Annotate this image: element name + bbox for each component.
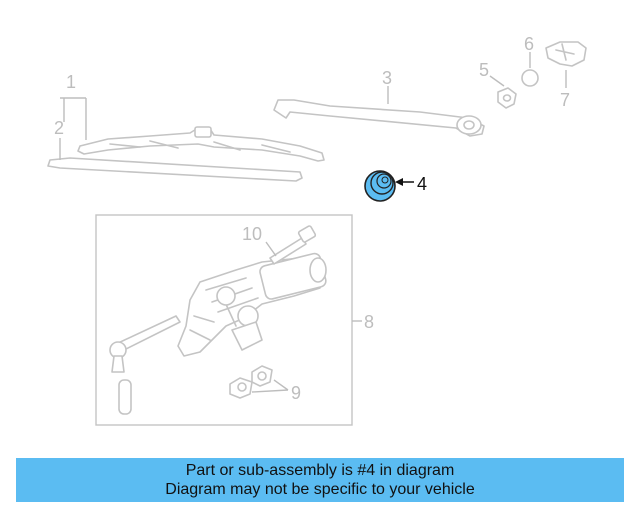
blade-refill	[47, 157, 303, 182]
leader-4-arrowhead	[395, 178, 403, 186]
motor-assembly-box	[95, 214, 353, 426]
info-banner: Part or sub-assembly is #4 in diagram Di…	[16, 458, 624, 502]
leader-9	[251, 379, 289, 393]
callout-5: 5	[479, 60, 489, 80]
cap-part	[521, 69, 539, 87]
callout-4: 4	[417, 174, 427, 194]
callout-9: 9	[291, 383, 301, 403]
bushing-parts	[229, 365, 273, 399]
callout-7: 7	[560, 90, 570, 110]
linkage-rod	[109, 315, 181, 415]
callout-1: 1	[66, 72, 76, 92]
callout-6: 6	[524, 34, 534, 54]
nut-part	[497, 87, 517, 109]
banner-line-2: Diagram may not be specific to your vehi…	[165, 481, 475, 498]
arm-cover-part	[545, 41, 587, 67]
leader-1	[60, 97, 87, 140]
wiper-motor	[177, 252, 327, 357]
wiper-blade	[77, 126, 325, 162]
callout-8: 8	[364, 312, 374, 332]
callout-3: 3	[382, 68, 392, 88]
leader-5	[489, 75, 505, 87]
leader-10	[265, 241, 277, 257]
grommet-part-highlighted[interactable]	[364, 170, 396, 202]
wiper-arm	[273, 99, 485, 137]
callout-2: 2	[54, 118, 64, 138]
bolt-part	[269, 225, 317, 265]
callout-10: 10	[242, 224, 262, 244]
banner-line-1: Part or sub-assembly is #4 in diagram	[185, 462, 455, 479]
